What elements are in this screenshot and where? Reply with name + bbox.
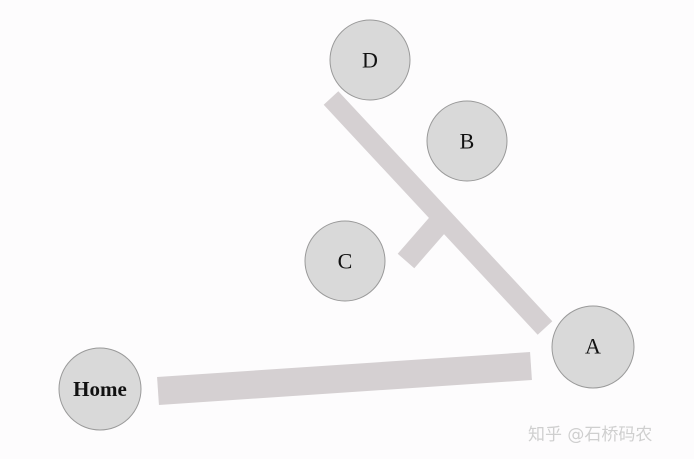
node-d-label: D [362,48,378,73]
node-a: A [551,305,635,389]
node-home: Home [58,347,142,431]
road-home-a [157,352,532,405]
watermark: 知乎 @石桥码农 [528,425,653,445]
node-c-label: C [338,249,353,274]
node-home-label: Home [73,377,127,401]
node-b-label: B [460,129,475,154]
road-d-a [323,91,553,335]
node-b: B [426,100,508,182]
node-a-label: A [585,334,601,359]
node-c: C [304,220,386,302]
node-d: D [329,19,411,101]
road-spur-c [397,214,449,269]
